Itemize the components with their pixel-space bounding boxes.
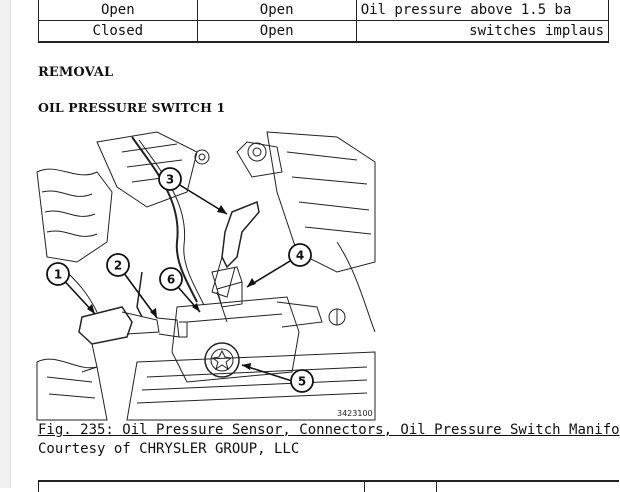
table-cell: Open (196, 0, 357, 21)
callout-3-label: 3 (166, 173, 174, 187)
table-row: Closed Open switches implaus (38, 20, 610, 43)
table-row: Open Open Oil pressure above 1.5 ba (38, 0, 610, 21)
next-table-top-border (38, 480, 619, 492)
table-cell: Open (38, 0, 198, 21)
oil-pressure-switch-figure: 3 4 1 2 6 5 (36, 131, 376, 421)
callout-1-label: 1 (54, 268, 62, 282)
left-margin (0, 0, 11, 488)
section-heading: OIL PRESSURE SWITCH 1 (38, 100, 226, 115)
table-cell: Open (196, 20, 357, 43)
figure-courtesy: Courtesy of CHRYSLER GROUP, LLC (38, 441, 300, 457)
callout-1 (46, 262, 70, 286)
table-divider (364, 482, 365, 492)
switch-status-table: Open Open Oil pressure above 1.5 ba Clos… (38, 0, 610, 43)
engine-line-drawing: 3 4 1 2 6 5 (36, 131, 376, 421)
callout-6 (159, 267, 183, 291)
table-cell: Closed (38, 20, 198, 43)
callout-6-label: 6 (167, 273, 175, 287)
figure-image-number: 3423100 (337, 409, 373, 418)
callout-2 (106, 253, 130, 277)
removal-heading: REMOVAL (38, 65, 114, 80)
callout-4 (288, 243, 312, 267)
table-divider (436, 482, 437, 492)
callout-2-label: 2 (114, 259, 122, 273)
table-cell: switches implaus (355, 20, 610, 43)
callout-4-label: 4 (296, 249, 304, 263)
callout-3 (158, 167, 182, 191)
callout-5 (290, 369, 314, 393)
callout-5-label: 5 (298, 375, 306, 389)
figure-caption: Fig. 235: Oil Pressure Sensor, Connector… (38, 422, 620, 438)
table-cell: Oil pressure above 1.5 ba (355, 0, 610, 21)
